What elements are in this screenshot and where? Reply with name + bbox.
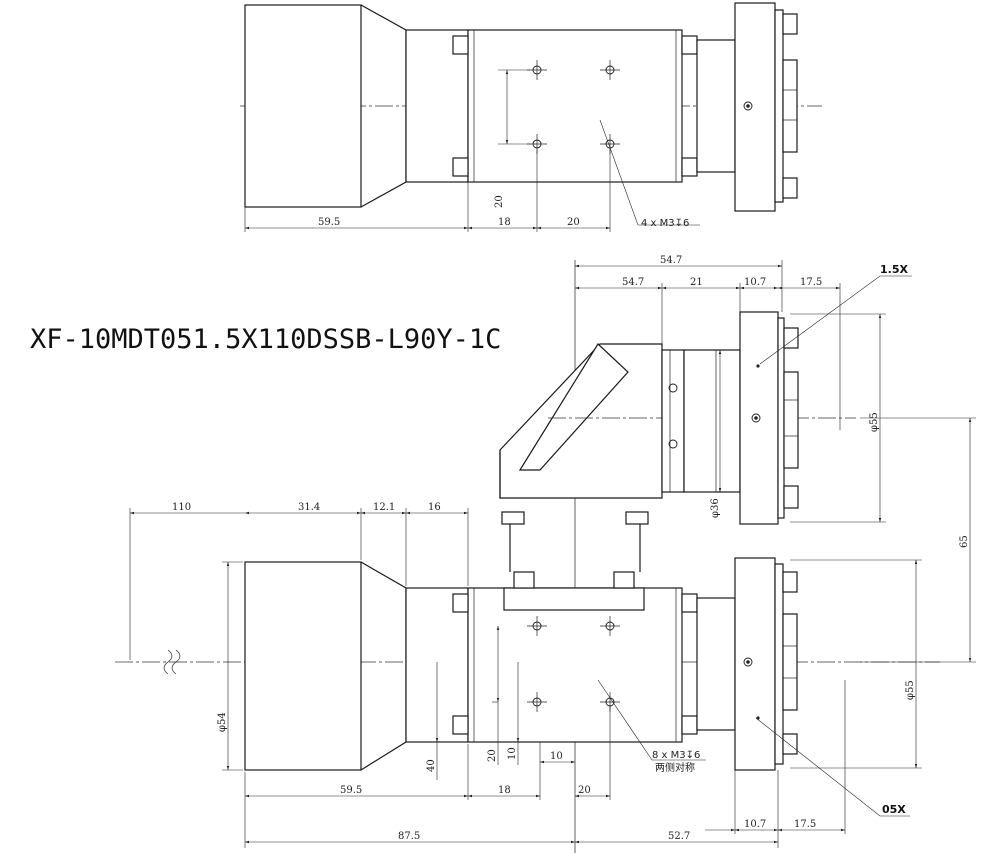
- top-connector: [696, 39, 736, 173]
- top-screw: [681, 157, 698, 177]
- dim-65: 65: [959, 535, 970, 548]
- top-screw: [452, 157, 469, 177]
- dim-top-59-5: 59.5: [318, 217, 340, 228]
- dim-110: 110: [172, 502, 191, 513]
- dim-dia-36: φ36: [710, 498, 721, 518]
- top-screw: [681, 35, 698, 55]
- dim-21: 21: [690, 277, 703, 288]
- top-view: 59.5 18 20 20 4 x M3↧6: [240, 2, 822, 232]
- drawing-title: XF-10MDT051.5X110DSSB-L90Y-1C: [30, 324, 501, 355]
- dim-59-5: 59.5: [340, 785, 362, 796]
- upper-tube: [683, 349, 741, 493]
- dim-87-5: 87.5: [398, 831, 420, 842]
- top-body: [467, 29, 683, 183]
- dim-31-4: 31.4: [298, 502, 320, 513]
- top-hole-note: 4 x M3↧6: [641, 218, 689, 229]
- dim-52-7: 52.7: [668, 831, 690, 842]
- dim-top-20-vertical: 20: [494, 195, 505, 208]
- dim-dia-55-upper: φ55: [869, 412, 880, 432]
- dim-18: 18: [498, 785, 511, 796]
- dim-40: 40: [426, 759, 437, 772]
- dim-20-vertical: 20: [487, 749, 498, 762]
- dim-dia-55-lower: φ55: [905, 680, 916, 700]
- side-hole-note: 8 x M3↧6: [652, 750, 700, 761]
- magnification-1-5x-tag: 1.5X: [880, 263, 908, 276]
- dim-10-horizontal: 10: [550, 751, 563, 762]
- side-hole-note-symmetric: 两侧对称: [655, 761, 695, 774]
- top-flange: [734, 2, 776, 212]
- dim-12-1: 12.1: [373, 502, 395, 513]
- top-lens-barrel: [244, 4, 362, 208]
- dim-top-20: 20: [567, 217, 580, 228]
- dim-54-7-overall: 54.7: [660, 255, 682, 266]
- dim-10-7-upper: 10.7: [744, 277, 766, 288]
- dim-20-horizontal: 20: [578, 785, 591, 796]
- dim-10-7-lower: 10.7: [744, 819, 766, 830]
- side-view: 54.7 54.7 21 10.7 17.5 1.5X φ55 φ36 110 …: [115, 255, 976, 853]
- dim-17-5-upper: 17.5: [800, 277, 822, 288]
- dim-10-vertical: 10: [507, 747, 518, 760]
- dim-16: 16: [428, 502, 441, 513]
- dim-dia-54: φ54: [217, 712, 228, 732]
- magnification-05x-tag: 05X: [882, 803, 906, 816]
- lower-assembly: [163, 557, 798, 771]
- prism-housing: [499, 343, 856, 572]
- dim-top-18: 18: [498, 217, 511, 228]
- upper-flange: [739, 311, 799, 525]
- dim-17-5-lower: 17.5: [794, 819, 816, 830]
- dim-54-7: 54.7: [622, 277, 644, 288]
- top-screw: [452, 35, 469, 55]
